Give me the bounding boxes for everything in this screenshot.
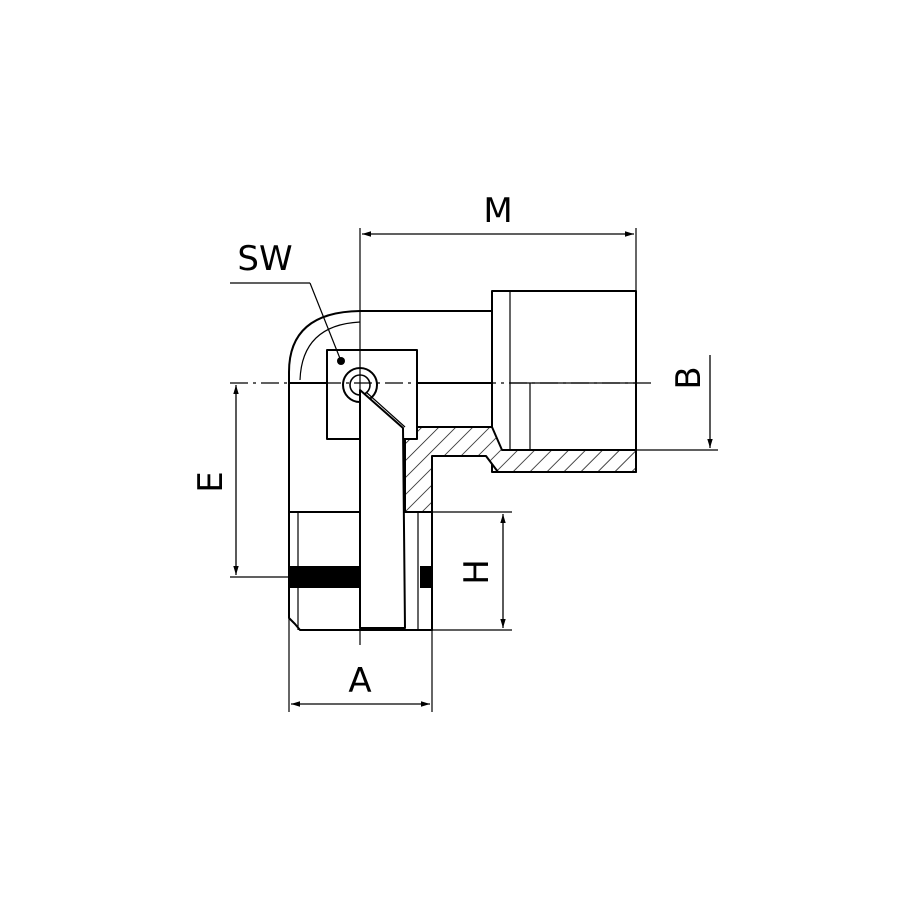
label-h: H <box>457 559 497 585</box>
diagonal-bore <box>359 389 406 629</box>
o-ring-left <box>289 566 359 588</box>
hatched-section <box>404 426 637 631</box>
label-b: B <box>669 366 709 389</box>
elbow-arc-inner <box>299 321 361 381</box>
label-a: A <box>348 661 371 701</box>
label-sw: SW <box>237 239 292 279</box>
sw-leader-diagonal <box>309 282 342 362</box>
right-thread-sleeve <box>491 290 637 473</box>
o-ring-right <box>420 566 432 588</box>
diagonal-bore-edge <box>365 391 406 428</box>
label-e: E <box>191 471 231 492</box>
label-m: M <box>483 191 512 231</box>
